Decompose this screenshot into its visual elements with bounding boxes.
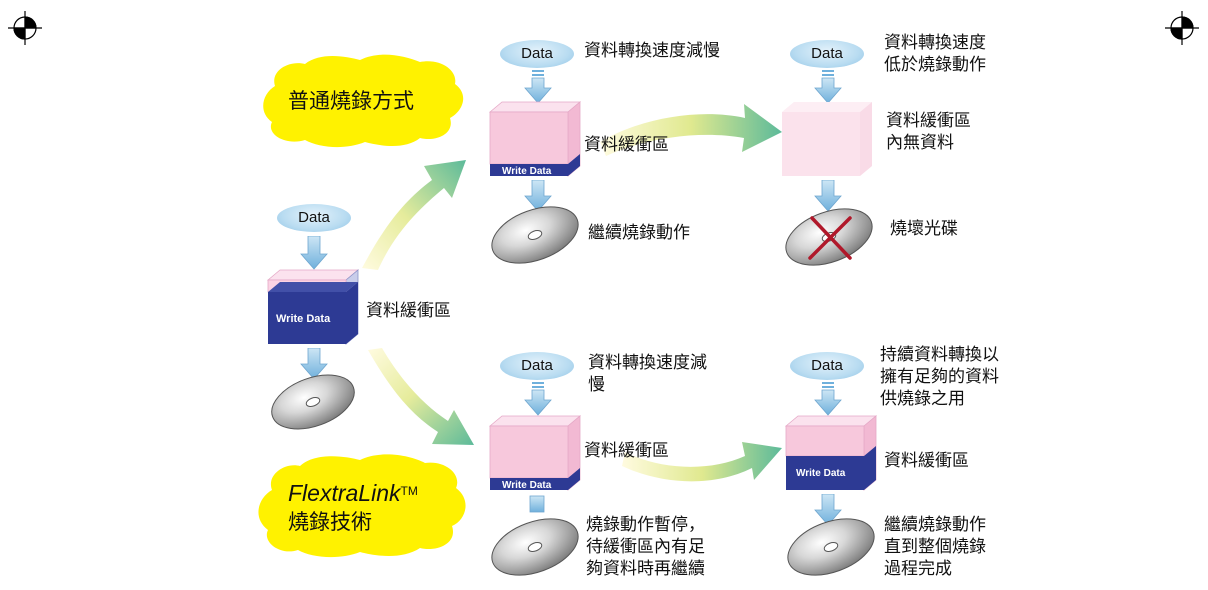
flow-arrow-right-bottom: [622, 442, 782, 482]
flex-stage1-buffer-label: 資料緩衝區: [584, 441, 669, 461]
flex-stage1-disc-note: 燒錄動作暫停， 待緩衝區內有足 夠資料時再繼續: [586, 515, 705, 579]
down-arrow-icon: [814, 180, 842, 212]
down-arrow-icon: [814, 70, 842, 104]
normal-stage1-buffer-cube: Write Data: [488, 101, 582, 177]
normal-stage1-data-note: 資料轉換速度減慢: [584, 41, 720, 61]
down-arrow-icon: [814, 382, 842, 416]
normal-stage1-buffer-label: 資料緩衝區: [584, 135, 669, 155]
normal-stage2-empty-buffer-cube: [782, 102, 872, 176]
flextralink-title: FlextraLinkTM 燒錄技術: [288, 480, 458, 536]
flex-stage2-buffer-label: 資料緩衝區: [884, 451, 969, 471]
write-data-label: Write Data: [796, 468, 846, 479]
normal-stage2-ruined-disc: [785, 208, 873, 266]
pause-square-icon: [529, 495, 545, 513]
registration-mark-left: [8, 11, 42, 45]
flow-arrow-up: [362, 160, 466, 270]
source-buffer-label: 資料緩衝區: [366, 301, 451, 321]
flex-stage2-data-note: 持續資料轉換以 擁有足夠的資料 供燒錄之用: [880, 345, 999, 409]
down-arrow-icon: [524, 382, 552, 416]
source-data-pill: Data: [277, 204, 351, 232]
trademark-mark: TM: [400, 484, 418, 498]
flex-stage2-disc-note: 繼續燒錄動作 直到整個燒錄 過程完成: [884, 515, 986, 579]
data-label: Data: [521, 45, 553, 62]
flex-stage1-buffer-cube: Write Data: [488, 415, 582, 491]
normal-stage2-disc-note: 燒壞光碟: [890, 219, 958, 239]
flextralink-blob: [258, 454, 466, 558]
data-label: Data: [298, 209, 330, 226]
flextralink-brand: FlextraLink: [288, 480, 401, 506]
normal-stage2-buffer-label: 資料緩衝區 內無資料: [886, 111, 971, 153]
flex-stage1-disc: [491, 518, 579, 576]
registration-mark-right: [1165, 11, 1199, 45]
normal-method-blob: [263, 54, 464, 148]
normal-stage1-data-pill: Data: [500, 40, 574, 68]
normal-method-title: 普通燒錄方式: [288, 89, 414, 113]
cross-icon: [808, 216, 852, 260]
normal-stage1-disc-note: 繼續燒錄動作: [588, 223, 690, 243]
flex-stage2-buffer-cube: Write Data: [784, 415, 878, 491]
normal-stage1-disc: [491, 206, 579, 264]
flex-stage2-disc: [787, 518, 875, 576]
write-data-label: Write Data: [502, 480, 552, 491]
down-arrow-icon: [524, 70, 552, 104]
down-arrow-icon: [300, 348, 328, 380]
write-data-label: Write Data: [502, 166, 552, 177]
data-label: Data: [811, 357, 843, 374]
flex-stage2-data-pill: Data: [790, 352, 864, 380]
flex-stage1-data-pill: Data: [500, 352, 574, 380]
down-arrow-icon: [814, 494, 842, 526]
data-label: Data: [811, 45, 843, 62]
flow-arrow-down: [368, 348, 474, 445]
data-label: Data: [521, 357, 553, 374]
flex-stage1-data-note: 資料轉換速度減 慢: [588, 353, 707, 395]
down-arrow-icon: [300, 236, 328, 270]
source-disc: [271, 374, 355, 430]
source-buffer-cube: Write Data: [266, 269, 360, 345]
flow-arrow-right-top: [600, 104, 782, 156]
down-arrow-icon: [524, 180, 552, 212]
normal-stage2-data-pill: Data: [790, 40, 864, 68]
normal-stage2-data-note: 資料轉換速度 低於燒錄動作: [884, 33, 986, 75]
flextralink-subtitle: 燒錄技術: [288, 510, 372, 534]
write-data-label: Write Data: [276, 313, 331, 325]
